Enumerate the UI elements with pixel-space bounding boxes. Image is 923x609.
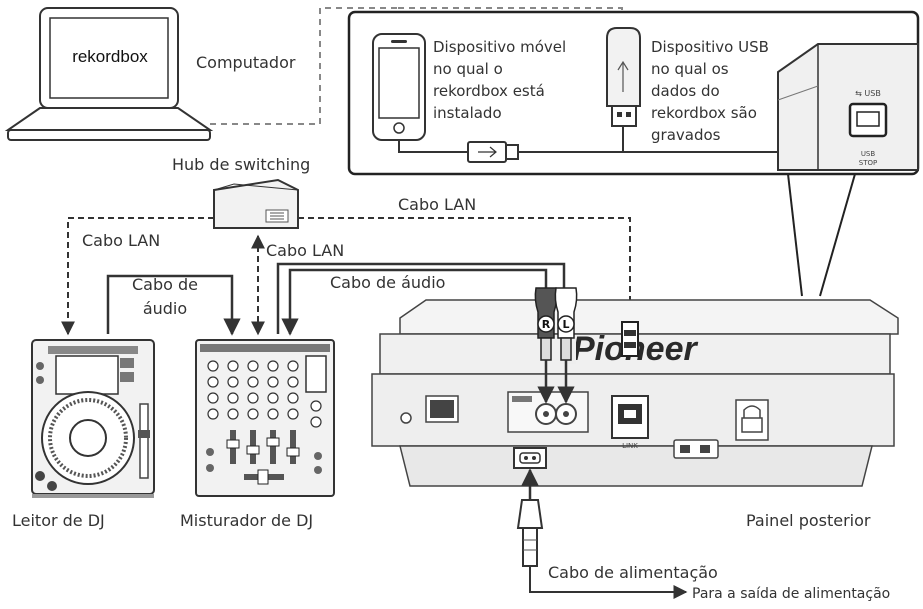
dj-mixer-label: Misturador de DJ <box>180 511 313 530</box>
computer-to-usb-dashed <box>398 7 629 30</box>
svg-text:LINK: LINK <box>622 442 638 450</box>
usb-device-label-4: rekordbox são <box>651 104 757 122</box>
rca-r-label: R <box>542 318 551 331</box>
phone-usb-cable <box>398 140 468 153</box>
mobile-device-label-4: instalado <box>433 104 502 122</box>
audio-cable-left-label-2: áudio <box>143 299 187 318</box>
switching-hub-icon <box>213 178 299 229</box>
svg-text:⇆ USB: ⇆ USB <box>855 89 881 98</box>
smartphone-icon <box>372 33 426 141</box>
switching-hub-label: Hub de switching <box>172 155 310 174</box>
mobile-device-label-1: Dispositivo móvel <box>433 38 566 56</box>
usb-device-label-1: Dispositivo USB <box>651 38 769 56</box>
audio-cable-right-label: Cabo de áudio <box>330 273 445 292</box>
lan-cable-top-label: Cabo LAN <box>398 195 476 214</box>
dj-player-label: Leitor de DJ <box>12 511 105 530</box>
lan-cable-mid-label: Cabo LAN <box>266 241 344 260</box>
audio-cable-left-label-1: Cabo de <box>132 275 198 294</box>
lan-plug <box>621 321 639 357</box>
rear-panel-label: Painel posterior <box>746 511 871 530</box>
rca-plug-l: L <box>554 287 578 404</box>
computer-screen-label: rekordbox <box>72 47 148 66</box>
computer: rekordbox <box>4 7 214 141</box>
mobile-device-label-2: no qual o <box>433 60 503 78</box>
usb-plug-icon <box>467 141 519 163</box>
audio-cable-player-to-mixer <box>106 274 241 336</box>
usb-flash-drive-icon <box>606 27 641 127</box>
rca-plug-r: R <box>534 287 558 404</box>
dj-mixer-icon <box>195 339 335 497</box>
svg-text:STOP: STOP <box>859 159 877 167</box>
lan-cable-hub-to-player <box>61 217 214 336</box>
power-outlet-label: Para a saída de alimentação <box>692 586 890 602</box>
svg-text:USB: USB <box>861 150 876 158</box>
dj-player-icon <box>31 339 155 498</box>
rear-panel-zoom: ⇆ USB USB STOP <box>777 43 919 171</box>
rca-l-label: L <box>562 318 569 331</box>
usb-device-label-5: gravados <box>651 126 721 144</box>
power-cable-label: Cabo de alimentação <box>548 563 718 582</box>
usb-device-label-3: dados do <box>651 82 720 100</box>
mobile-device-label-3: rekordbox está <box>433 82 545 100</box>
lan-cable-left-label: Cabo LAN <box>82 231 160 250</box>
audio-cable-rear-to-mixer <box>281 268 548 336</box>
audio-cable-rear-to-mixer-2 <box>276 262 566 334</box>
computer-label: Computador <box>196 53 296 72</box>
usb-device-label-2: no qual os <box>651 60 729 78</box>
power-plug-icon <box>516 468 688 599</box>
